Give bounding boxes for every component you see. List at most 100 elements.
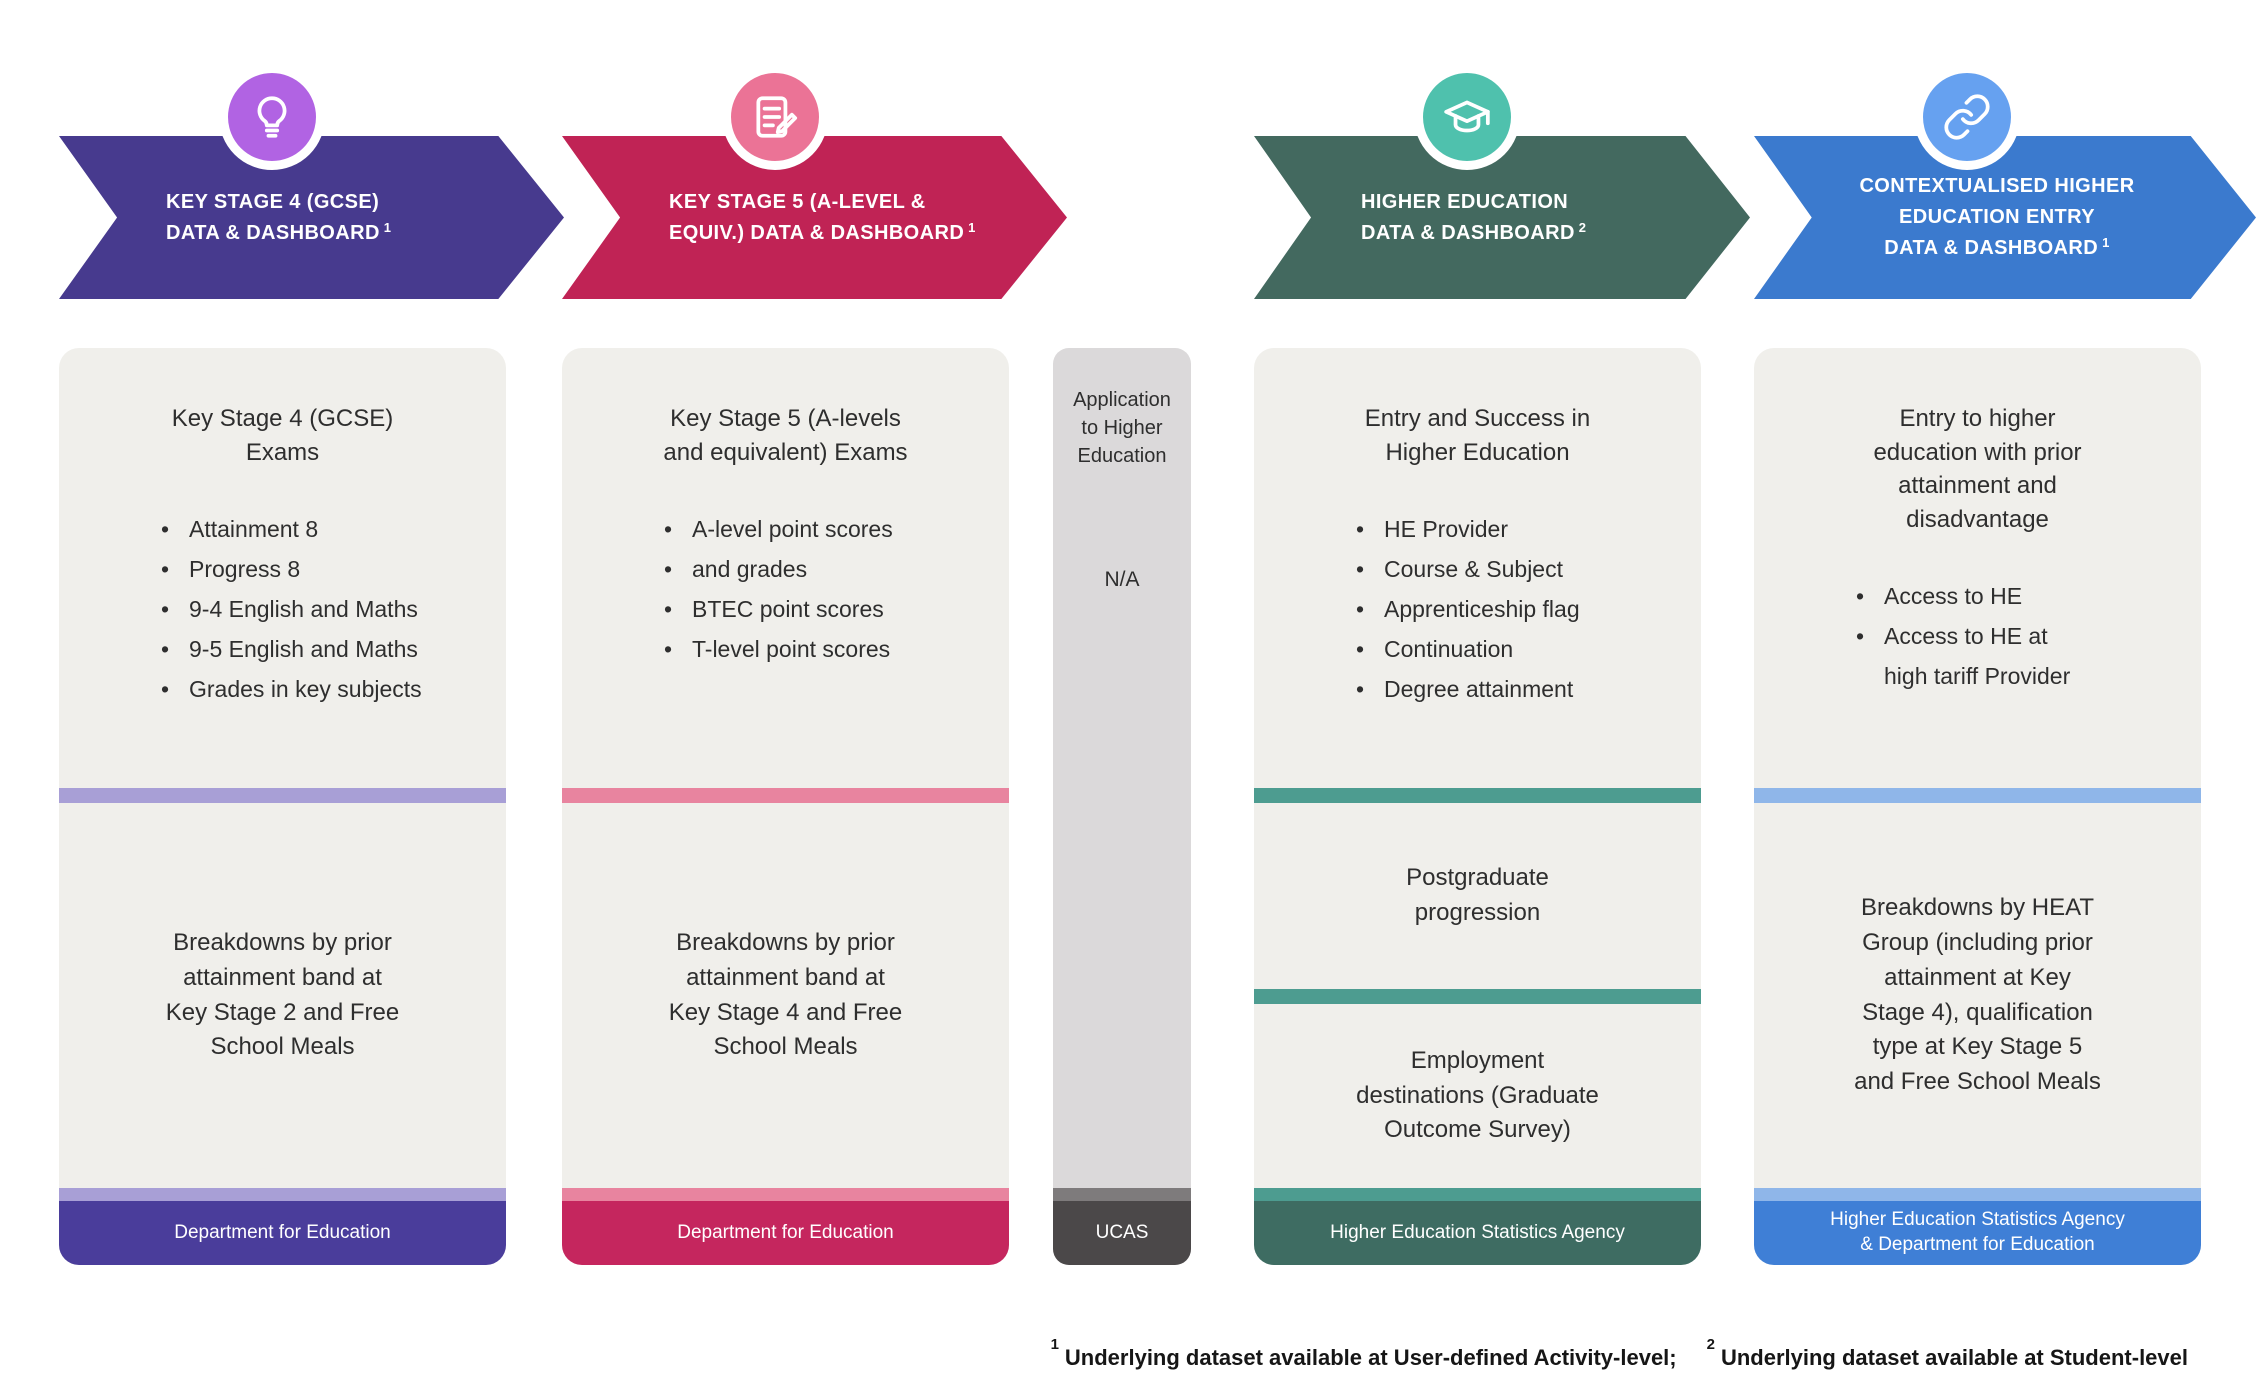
bullet-item: Access to HE xyxy=(1854,576,2173,616)
divider xyxy=(59,788,506,803)
he-card-title: Entry and Success in Higher Education xyxy=(1364,405,1591,466)
divider xyxy=(1754,788,2201,803)
ctx-arrow-label: CONTEXTUALISED HIGHER EDUCATION ENTRY DA… xyxy=(1754,171,2256,264)
divider xyxy=(1254,788,1701,803)
footnote: 1Underlying dataset available at User-de… xyxy=(1051,1336,2188,1371)
footnote-ref-2: 2 xyxy=(1578,219,1587,235)
ks4-card-title: Key Stage 4 (GCSE) Exams xyxy=(171,405,394,466)
bullet-item: Degree attainment xyxy=(1354,669,1673,709)
graduation-cap-icon xyxy=(1414,64,1520,170)
notepad-glyph xyxy=(756,96,798,138)
ctx-bullet-list: Access to HE Access to HE at high tariff… xyxy=(1854,576,2173,696)
ucas-source-footer: UCAS xyxy=(1053,1201,1191,1265)
bullet-item: A-level point scores xyxy=(662,509,981,549)
bullet-item: Apprenticeship flag xyxy=(1354,589,1673,629)
section-text: Postgraduate progression xyxy=(1406,864,1549,926)
source-label: Higher Education Statistics Agency xyxy=(1330,1221,1625,1243)
ctx-card-title: Entry to higher education with prior att… xyxy=(1873,405,2082,533)
ks5-breakdown-section: Breakdowns by prior attainment band at K… xyxy=(562,803,1009,1188)
bullet-item: Continuation xyxy=(1354,629,1673,669)
breakdown-text: Breakdowns by prior attainment band at K… xyxy=(165,928,400,1061)
footer-strip xyxy=(1053,1188,1191,1201)
bullet-item: Progress 8 xyxy=(159,549,478,589)
bullet-item: Grades in key subjects xyxy=(159,669,478,709)
ks5-source-footer: Department for Education xyxy=(562,1201,1009,1265)
he-card: Entry and Success in Higher Education HE… xyxy=(1254,348,1701,1265)
column-key-stage-5: KEY STAGE 5 (A-LEVEL & EQUIV.) DATA & DA… xyxy=(562,0,1067,1386)
source-label: Higher Education Statistics Agency & Dep… xyxy=(1830,1209,2125,1255)
he-employment-section: Employment destinations (Graduate Outcom… xyxy=(1254,1004,1701,1188)
ks5-card: Key Stage 5 (A-levels and equivalent) Ex… xyxy=(562,348,1009,1265)
ks5-arrow-banner: KEY STAGE 5 (A-LEVEL & EQUIV.) DATA & DA… xyxy=(562,136,1067,299)
bullet-item: T-level point scores xyxy=(662,629,981,669)
ctx-arrow-banner: CONTEXTUALISED HIGHER EDUCATION ENTRY DA… xyxy=(1754,136,2256,299)
bullet-item: HE Provider xyxy=(1354,509,1673,549)
source-label: Department for Education xyxy=(677,1221,894,1243)
footer-strip xyxy=(1254,1188,1701,1201)
ks4-source-footer: Department for Education xyxy=(59,1201,506,1265)
bullet-item: BTEC point scores xyxy=(662,589,981,629)
ctx-card-top: Entry to higher education with prior att… xyxy=(1754,348,2201,788)
he-source-footer: Higher Education Statistics Agency xyxy=(1254,1201,1701,1265)
ks4-card: Key Stage 4 (GCSE) Exams Attainment 8 Pr… xyxy=(59,348,506,1265)
column-contextualised-he-entry: CONTEXTUALISED HIGHER EDUCATION ENTRY DA… xyxy=(1754,0,2256,1386)
lightbulb-glyph xyxy=(257,96,287,138)
footnote-marker-2: 2 xyxy=(1706,1336,1715,1353)
ucas-card: Application to Higher Education N/A UCAS xyxy=(1053,348,1191,1265)
footnote-text-2: Underlying dataset available at Student-… xyxy=(1720,1345,2188,1370)
bullet-item: 9-4 English and Maths xyxy=(159,589,478,629)
source-label: Department for Education xyxy=(174,1221,391,1243)
ctx-breakdown-section: Breakdowns by HEAT Group (including prio… xyxy=(1754,803,2201,1188)
ks5-arrow-label: KEY STAGE 5 (A-LEVEL & EQUIV.) DATA & DA… xyxy=(562,187,976,249)
ks5-card-title: Key Stage 5 (A-levels and equivalent) Ex… xyxy=(663,405,908,466)
footnote-ref-1: 1 xyxy=(383,219,392,235)
ctx-source-footer: Higher Education Statistics Agency & Dep… xyxy=(1754,1201,2201,1265)
lightbulb-icon xyxy=(219,64,325,170)
arrow-label-text: KEY STAGE 4 (GCSE) DATA & DASHBOARD xyxy=(166,190,380,244)
link-icon xyxy=(1914,64,2020,170)
ks4-bullet-list: Attainment 8 Progress 8 9-4 English and … xyxy=(159,509,478,709)
footer-strip xyxy=(59,1188,506,1201)
ks4-breakdown-section: Breakdowns by prior attainment band at K… xyxy=(59,803,506,1188)
column-ucas-application: Application to Higher Education N/A UCAS xyxy=(1053,0,1191,1386)
footnote-ref-1: 1 xyxy=(968,219,976,235)
bullet-item: Course & Subject xyxy=(1354,549,1673,589)
ks4-card-top: Key Stage 4 (GCSE) Exams Attainment 8 Pr… xyxy=(59,348,506,788)
he-postgraduate-section: Postgraduate progression xyxy=(1254,803,1701,989)
ucas-card-title: Application to Higher Education xyxy=(1073,389,1171,467)
bullet-item: Access to HE at high tariff Provider xyxy=(1854,616,2173,696)
notepad-icon xyxy=(722,64,828,170)
he-bullet-list: HE Provider Course & Subject Apprentices… xyxy=(1354,509,1673,709)
footer-strip xyxy=(562,1188,1009,1201)
footnote-marker-1: 1 xyxy=(1050,1336,1059,1353)
link-glyph xyxy=(1944,94,1990,140)
arrow-label-text: CONTEXTUALISED HIGHER EDUCATION ENTRY DA… xyxy=(1859,175,2135,259)
ks5-card-top: Key Stage 5 (A-levels and equivalent) Ex… xyxy=(562,348,1009,788)
bullet-item: 9-5 English and Maths xyxy=(159,629,478,669)
bullet-item: and grades xyxy=(662,549,981,589)
arrow-label-text: HIGHER EDUCATION DATA & DASHBOARD xyxy=(1361,190,1575,244)
ks5-bullet-list: A-level point scores and grades BTEC poi… xyxy=(662,509,981,669)
spacer xyxy=(1053,592,1191,1188)
breakdown-text: Breakdowns by prior attainment band at K… xyxy=(668,928,903,1061)
ucas-na-value: N/A xyxy=(1104,568,1140,591)
footnote-ref-1: 1 xyxy=(2102,235,2110,250)
arrow-label-text: KEY STAGE 5 (A-LEVEL & EQUIV.) DATA & DA… xyxy=(669,190,965,244)
divider xyxy=(562,788,1009,803)
he-card-top: Entry and Success in Higher Education HE… xyxy=(1254,348,1701,788)
graduation-cap-glyph xyxy=(1444,100,1490,133)
source-label: UCAS xyxy=(1095,1221,1149,1243)
ctx-card: Entry to higher education with prior att… xyxy=(1754,348,2201,1265)
breakdown-text: Breakdowns by HEAT Group (including prio… xyxy=(1854,894,2101,1096)
section-text: Employment destinations (Graduate Outcom… xyxy=(1356,1046,1599,1144)
divider xyxy=(1254,989,1701,1004)
footnote-text-1: Underlying dataset available at User-def… xyxy=(1064,1345,1677,1370)
bullet-item: Attainment 8 xyxy=(159,509,478,549)
